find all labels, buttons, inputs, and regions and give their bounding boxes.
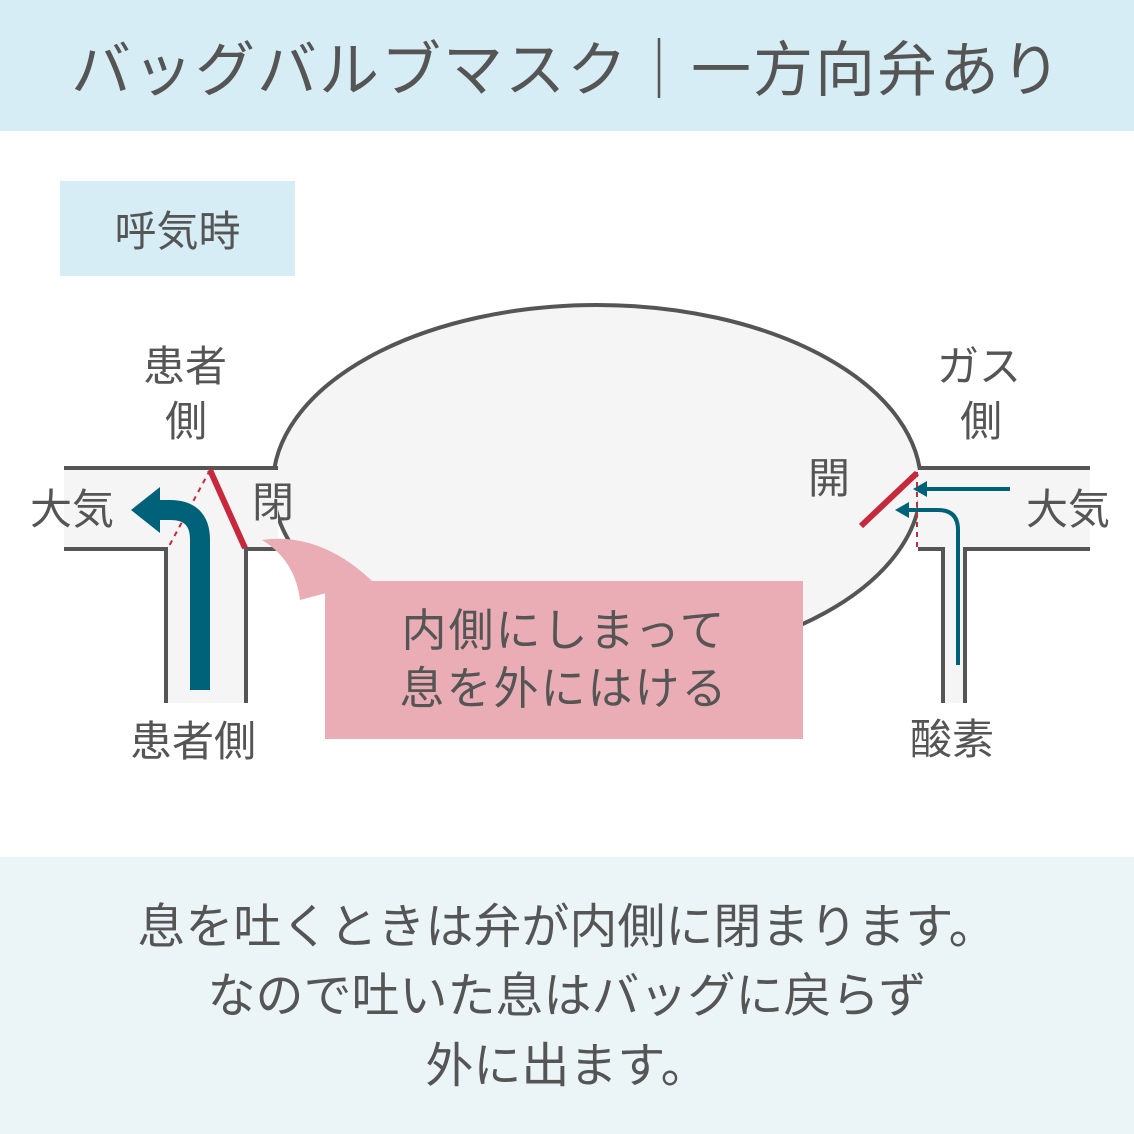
footer-line: 息を吐くときは弁が内側に閉まります。 (137, 898, 997, 955)
valve-open-label: 開 (808, 454, 851, 503)
atmosphere-left-label: 大気 (30, 485, 115, 534)
footer-line: なので吐いた息はバッグに戻らず (207, 968, 927, 1025)
footer-line: 外に出ます。 (425, 1037, 709, 1094)
valve-closed-label: 閉 (252, 478, 295, 527)
patient-side-label-line2: 側 (165, 397, 208, 446)
page-title: バッグバルブマスク｜一方向弁あり (71, 36, 1063, 106)
patient-side-pipe (64, 468, 278, 703)
gas-side-label-line2: 側 (960, 397, 1003, 446)
oxygen-label: 酸素 (910, 715, 995, 764)
callout-line: 息を外にはける (399, 662, 729, 715)
patient-side-pipe-outline (64, 466, 278, 703)
callout-text: 内側にしまって 息を外にはける (325, 581, 803, 739)
footer-explanation: 息を吐くときは弁が内側に閉まります。 なので吐いた息はバッグに戻らず 外に出ます… (0, 882, 1134, 1112)
gas-side-pipe (918, 468, 1090, 703)
exhale-flow-arrow (152, 500, 210, 690)
gas-side-pipe-outline (918, 466, 1090, 703)
gas-side-label-line1: ガス (937, 342, 1022, 391)
header-bar (0, 0, 1134, 131)
patient-valve-flap (207, 468, 248, 550)
callout-line: 内側にしまって (401, 603, 727, 657)
patient-side-label-line1: 患者 (143, 342, 228, 391)
callout-box (325, 581, 803, 739)
exhale-flow-arrowhead (131, 487, 160, 533)
atmosphere-right-label: 大気 (1026, 485, 1111, 534)
patient-side-bottom-label: 患者側 (130, 717, 257, 766)
gas-valve-flap (858, 470, 920, 529)
footer-panel (0, 857, 1134, 1134)
mode-badge: 呼気時 (60, 181, 295, 276)
oxygen-flow-arrow (905, 508, 960, 665)
oxygen-flow-arrowhead (895, 502, 909, 518)
atmosphere-flow-arrowhead (913, 481, 927, 497)
